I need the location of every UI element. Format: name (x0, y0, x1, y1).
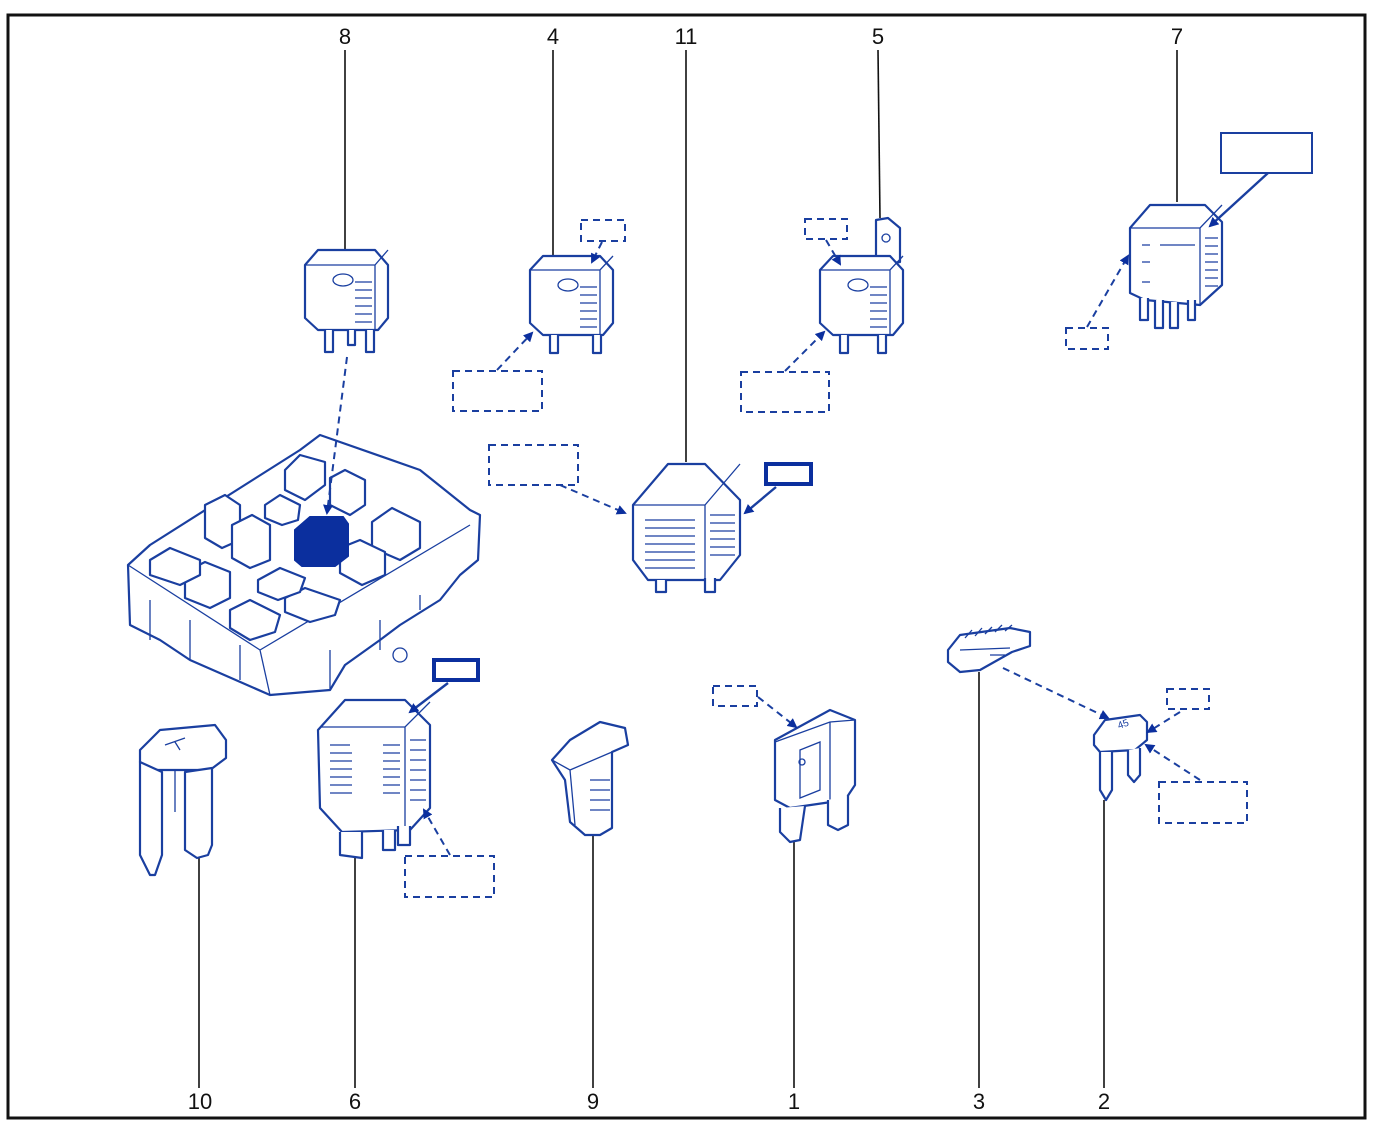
callout-number-2: 2 (1098, 1089, 1110, 1114)
callout-6: 6 (349, 858, 361, 1114)
fuse-2: 45 (1092, 688, 1248, 824)
callout-10: 10 (188, 858, 212, 1114)
callout-number-5: 5 (872, 24, 884, 49)
relay-7 (1065, 132, 1313, 350)
fuse-10 (138, 723, 228, 877)
callout-number-8: 8 (339, 24, 351, 49)
fuse-1 (712, 685, 857, 844)
relay-5 (740, 216, 905, 413)
callout-5: 5 (872, 24, 884, 219)
callout-11: 11 (675, 24, 698, 462)
callout-number-4: 4 (547, 24, 559, 49)
fuse-puller-3 (946, 624, 1110, 720)
relay-4 (452, 219, 626, 412)
callout-number-6: 6 (349, 1089, 361, 1114)
callout-3: 3 (973, 672, 985, 1114)
relay-8 (303, 248, 390, 354)
callout-4: 4 (547, 24, 559, 256)
callout-9: 9 (587, 835, 599, 1114)
fuse-9 (550, 720, 630, 837)
callout-number-11: 11 (675, 24, 698, 49)
callout-number-10: 10 (188, 1089, 212, 1114)
callout-number-7: 7 (1171, 24, 1183, 49)
fuse-relay-box (126, 356, 482, 697)
callout-number-1: 1 (788, 1089, 800, 1114)
callout-number-9: 9 (587, 1089, 599, 1114)
relay-6 (316, 658, 495, 898)
callout-8: 8 (339, 24, 351, 250)
relay-11 (488, 444, 813, 594)
callout-7: 7 (1171, 24, 1183, 202)
highlighted-relay (294, 516, 349, 567)
callout-number-3: 3 (973, 1089, 985, 1114)
callout-1: 1 (788, 842, 800, 1114)
diagram-frame (6, 13, 1367, 1120)
fuse-rating-label: 45 (1116, 718, 1131, 732)
callout-2: 2 (1098, 800, 1110, 1114)
